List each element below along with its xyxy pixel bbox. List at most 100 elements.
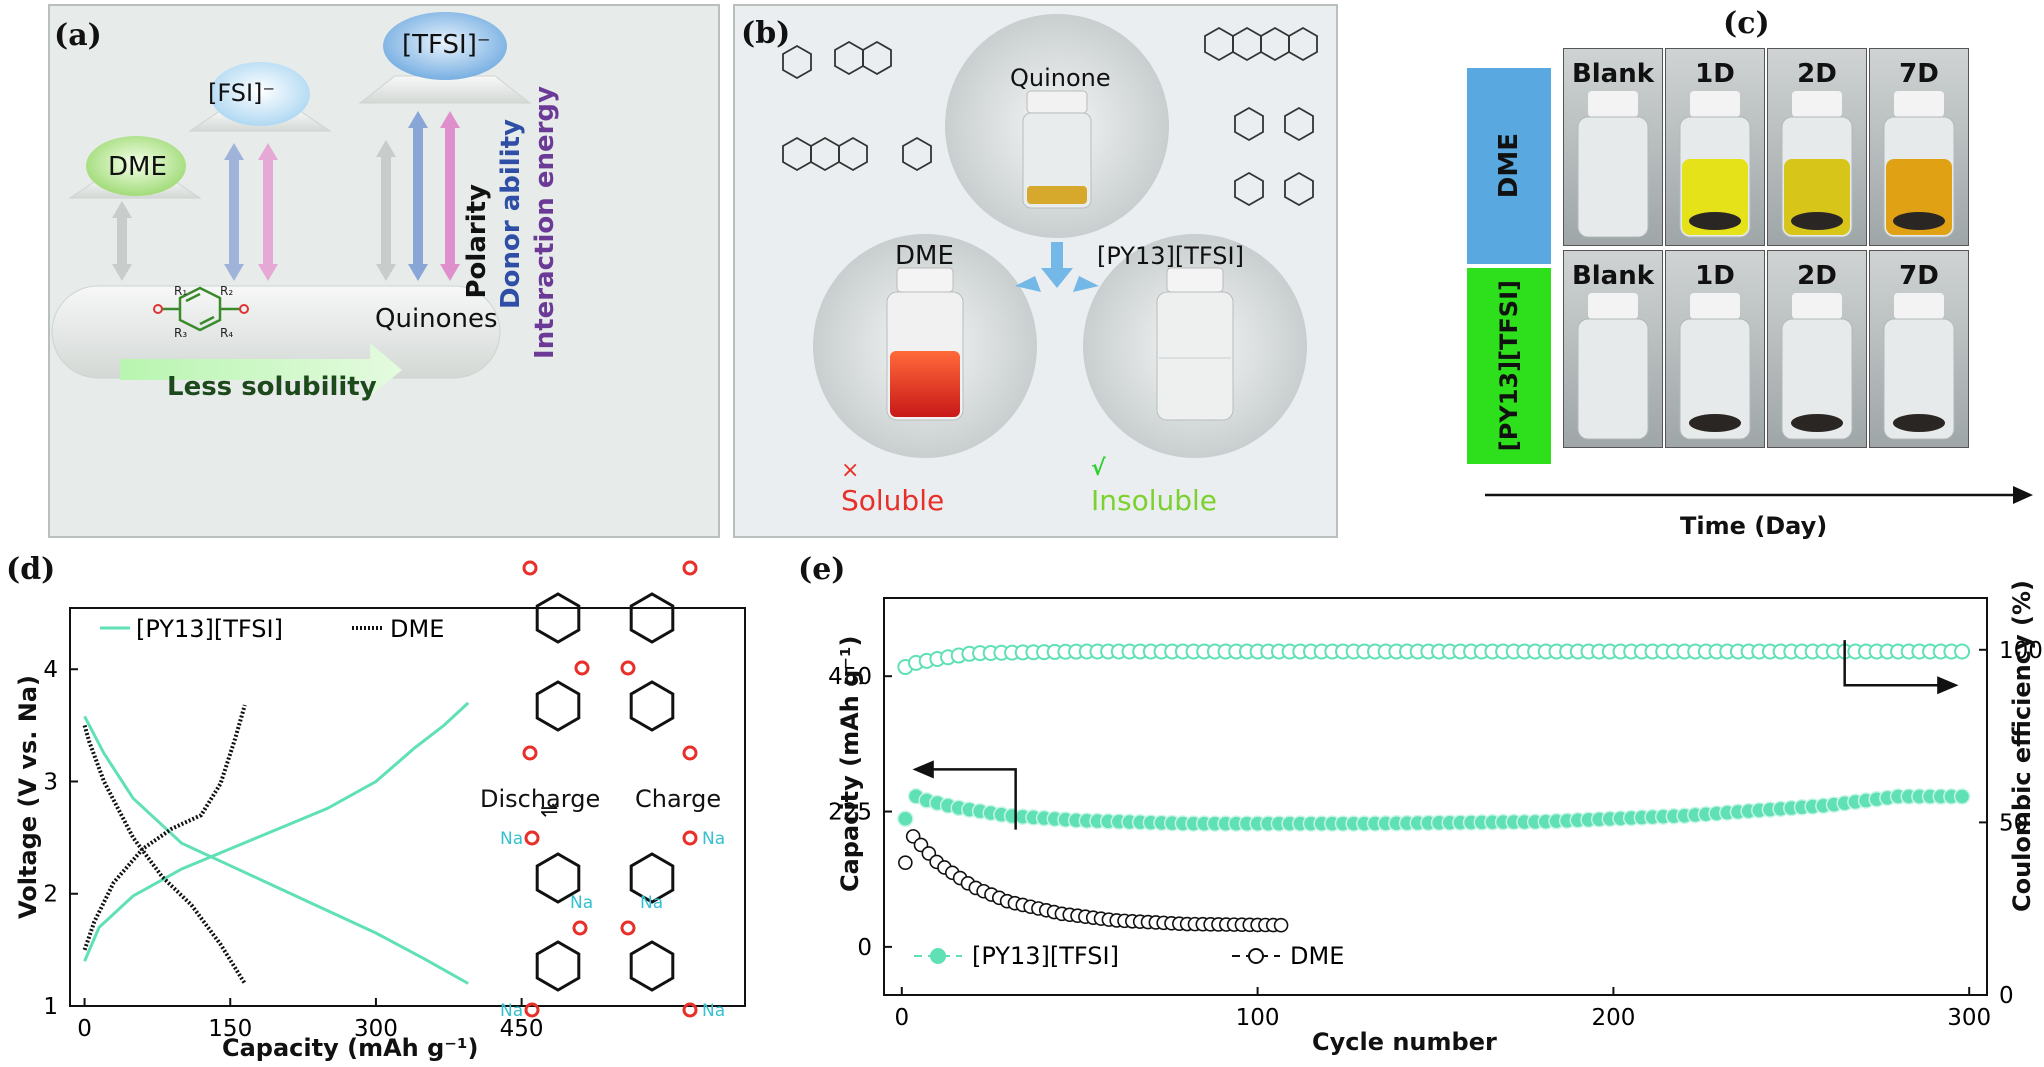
- vial-photo: 2D: [1767, 48, 1867, 246]
- vial-cap: [1894, 91, 1944, 117]
- vial-cap: [1588, 91, 1638, 117]
- dme-solvent-label: DME: [895, 241, 954, 271]
- sodium-label: Na: [500, 1001, 523, 1021]
- tfsi-label: [TFSI]⁻: [402, 30, 491, 60]
- soluble-mark: ×: [841, 458, 860, 483]
- ionic-vial: [1156, 267, 1234, 421]
- panel-a-label: (a): [54, 18, 102, 53]
- vial-label: Blank: [1571, 59, 1655, 89]
- interaction-arrows: [112, 111, 460, 281]
- vial-photo: Blank: [1563, 250, 1663, 448]
- x-tick-label: 300: [1947, 1005, 1991, 1031]
- oxygen-atom: [620, 920, 636, 936]
- tfsi-platform: [358, 75, 532, 104]
- chart-d-xlabel: Capacity (mAh g⁻¹): [222, 1034, 479, 1062]
- dme-point: [1273, 917, 1289, 933]
- benzene-ring: [535, 940, 581, 992]
- y-tick-label: 2: [43, 882, 58, 908]
- vial-label: 1D: [1695, 59, 1735, 89]
- vial-photo: 1D: [1665, 48, 1765, 246]
- x-tick-label: 200: [1591, 1005, 1635, 1031]
- oxygen-atom: [682, 560, 698, 576]
- dme-label: DME: [108, 152, 167, 182]
- legend-label: [PY13][TFSI]: [136, 615, 283, 643]
- vial-photo: 2D: [1767, 250, 1867, 448]
- panel-e-label: (e): [798, 552, 846, 587]
- r4-label: R₄: [220, 326, 234, 340]
- sodium-label: Na: [702, 1001, 725, 1021]
- vial-label: Blank: [1571, 261, 1655, 291]
- vial-sediment: [1791, 212, 1843, 230]
- sodium-label: Na: [640, 893, 663, 913]
- x-tick-label: 300: [354, 1016, 398, 1042]
- left-axis-arrowhead: [912, 760, 934, 779]
- vial-label: 2D: [1797, 59, 1837, 89]
- vial-body: [1577, 318, 1649, 440]
- oxygen-atom: [524, 830, 540, 846]
- legend-marker: [930, 948, 946, 964]
- quinone-structures: [782, 26, 1318, 207]
- vial-body: [1679, 318, 1751, 440]
- chart-d-ylabel: Voltage (V vs. Na): [14, 674, 42, 919]
- calixarene-structures: [535, 592, 675, 992]
- insoluble-label: Insoluble: [1091, 484, 1218, 517]
- sodium-label: Na: [570, 893, 593, 913]
- oxygen-atom: [522, 745, 538, 761]
- benzene-ring: [629, 852, 675, 904]
- benzene-ring: [535, 680, 581, 732]
- soluble-label: Soluble: [841, 484, 945, 517]
- benzene-ring: [535, 592, 581, 644]
- row-ionic-tag: [PY13][TFSI]: [1467, 268, 1551, 464]
- x-tick-label: 0: [77, 1016, 92, 1042]
- series-line-charge: [83, 701, 470, 962]
- vial-body: [1883, 318, 1955, 440]
- r2-label: R₂: [220, 284, 234, 298]
- r1-label: R₁: [174, 284, 188, 298]
- chart-e-y2label: Coulombic efficiency (%): [2008, 580, 2036, 912]
- oxygen-atom: [682, 1002, 698, 1018]
- vial-body: [1577, 116, 1649, 238]
- y-tick-label: 225: [828, 800, 872, 826]
- vial-cap: [1690, 293, 1740, 319]
- time-xlabel: Time (Day): [1680, 512, 1828, 540]
- quinone-label: Quinone: [1010, 64, 1111, 92]
- panel-c-label: (c): [1723, 6, 1770, 41]
- py13-point: [1953, 788, 1971, 805]
- quinones-label: Quinones: [375, 304, 498, 334]
- dme-vial: [886, 267, 964, 421]
- y-tick-label: 1: [43, 994, 58, 1020]
- legend-label: [PY13][TFSI]: [972, 942, 1119, 970]
- vial-cap: [1792, 91, 1842, 117]
- vial-photo: 7D: [1869, 48, 1969, 246]
- right-axis-arrowhead: [1937, 676, 1959, 695]
- panel-d-label: (d): [6, 552, 56, 587]
- donor-label: Donor ability: [496, 119, 526, 309]
- split-arrows: [1015, 242, 1099, 292]
- benzene-ring: [535, 852, 581, 904]
- oxygen-atom: [682, 745, 698, 761]
- vial-cap: [1792, 293, 1842, 319]
- oxygen-atom: [574, 660, 590, 676]
- polarity-label: Polarity: [462, 184, 492, 299]
- panel-a: (a) DME [FSI]⁻ [TFSI]⁻ Quinones Less sol…: [48, 4, 720, 538]
- y-tick-label: 0: [857, 935, 872, 961]
- vial-cap: [1894, 293, 1944, 319]
- chart-e-ylabel: Capacity (mAh g⁻¹): [836, 635, 864, 892]
- time-arrow: [1485, 486, 2033, 504]
- y-tick-label: 450: [828, 664, 872, 690]
- oxygen-atom: [620, 660, 636, 676]
- panel-a-art: [51, 12, 532, 396]
- vial-label: 7D: [1899, 261, 1939, 291]
- vial-body: [1781, 318, 1853, 440]
- quinone-molecule: [162, 286, 240, 332]
- right-axis-arrow: [1843, 640, 1948, 687]
- series-line-discharge: [82, 724, 247, 985]
- benzene-ring: [629, 592, 675, 644]
- y-tick-label: 4: [43, 657, 58, 683]
- vial-photo: 7D: [1869, 250, 1969, 448]
- solubility-label: Less solubility: [167, 372, 377, 402]
- vial-label: 7D: [1899, 59, 1939, 89]
